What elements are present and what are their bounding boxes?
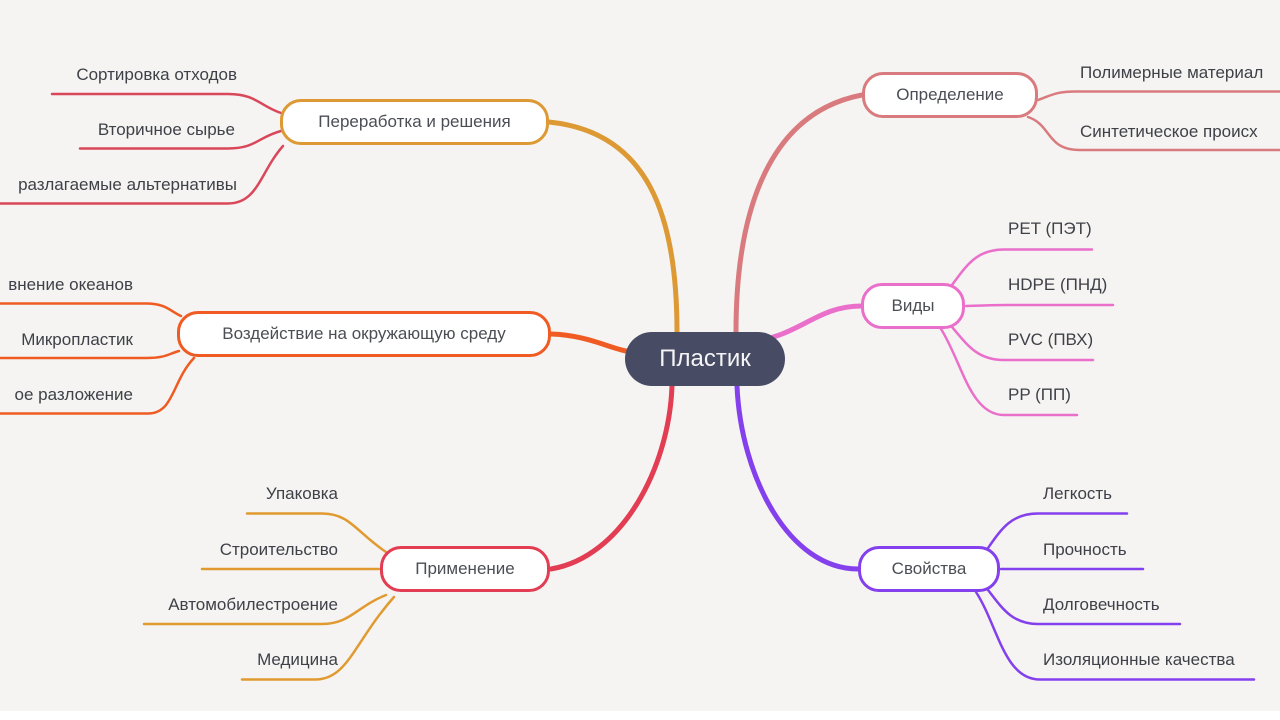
leaf-legkost[interactable]: Легкость [1043,484,1113,503]
branch-node-svoystva[interactable]: Свойства [858,546,1000,592]
leaf-sortirovka-otkhodov[interactable]: Сортировка отходов [76,65,237,84]
leaf-hdpe[interactable]: HDPE (ПНД) [1008,274,1108,294]
leaf-mikroplastik[interactable]: Микропластик [21,329,133,349]
leaf-stroitelstvo[interactable]: Строительство [219,539,338,559]
edge-vidy-pp [939,327,1079,417]
edge-opredelenie-polimernye [1036,90,1280,102]
edge-pererabotka-vtorichnoe [78,129,283,150]
branch-node-opredelenie[interactable]: Определение [862,72,1038,118]
edge-pererabotka-sortirovka [50,92,283,115]
edge-primenenie-upakovka [245,512,388,554]
edge-vozdeystvie-razlozhenie [0,356,196,415]
edge-vidy-hdpe [964,303,1115,308]
edge-center-to-pererabotka [546,119,680,335]
leaf-izolyatsionnye-kachestva[interactable]: Изоляционные качества [1043,649,1235,669]
leaf-sinteticheskoe-proiskhozhdenie[interactable]: Синтетическое происх [1080,121,1258,141]
leaf-dolgoe-razlozhenie[interactable]: ое разложение [14,384,134,404]
edge-center-to-svoystva [734,383,861,572]
edge-vidy-pvc [950,325,1095,362]
edge-pererabotka-razlagaemye [0,144,285,205]
edge-vidy-pet [950,248,1094,287]
leaf-pvc[interactable]: PVC (ПВХ) [1008,329,1094,349]
leaf-vtorichnoe-syrye[interactable]: Вторичное сырье [97,119,235,139]
leaf-razlagaemye-alternativy[interactable]: разлагаемые альтернативы [18,174,237,194]
branch-node-primenenie[interactable]: Применение [380,546,550,592]
branch-node-vozdeystvie[interactable]: Воздействие на окружающую среду [177,311,551,357]
branch-node-vidy[interactable]: Виды [861,283,965,329]
leaf-zagryaznenie-okeanov[interactable]: внение океанов [8,274,133,294]
central-node-plastik[interactable]: Пластик [625,332,785,386]
leaf-upakovka[interactable]: Упаковка [265,484,338,503]
leaf-prochnost[interactable]: Прочность [1043,539,1127,559]
edge-center-to-opredelenie [733,92,865,335]
edge-vozdeystvie-mikroplastik [0,349,181,360]
leaf-pp[interactable]: PP (ПП) [1008,384,1071,404]
leaf-dolgovechnost[interactable]: Долговечность [1043,594,1160,614]
edge-svoystva-izolyatsionnye [974,590,1256,681]
edge-center-to-vozdeystvie [548,331,629,354]
branch-node-pererabotka[interactable]: Переработка и решения [280,99,549,145]
edge-vozdeystvie-okeany [0,302,183,318]
leaf-meditsina[interactable]: Медицина [257,649,338,669]
leaf-pet[interactable]: PET (ПЭТ) [1008,219,1092,238]
leaf-polimernye-materialy[interactable]: Полимерные материал [1080,63,1264,82]
edge-svoystva-legkost [986,512,1129,550]
edge-center-to-primenenie [548,383,675,572]
edge-primenenie-meditsina [240,595,396,681]
edge-svoystva-dolgovechnost [986,588,1182,626]
edge-opredelenie-sinteticheskoe [1026,115,1280,152]
bottom-strip [0,711,1280,720]
edge-primenenie-avtomobilestroenie [142,593,388,626]
leaf-avtomobilestroenie[interactable]: Автомобилестроение [168,594,338,614]
